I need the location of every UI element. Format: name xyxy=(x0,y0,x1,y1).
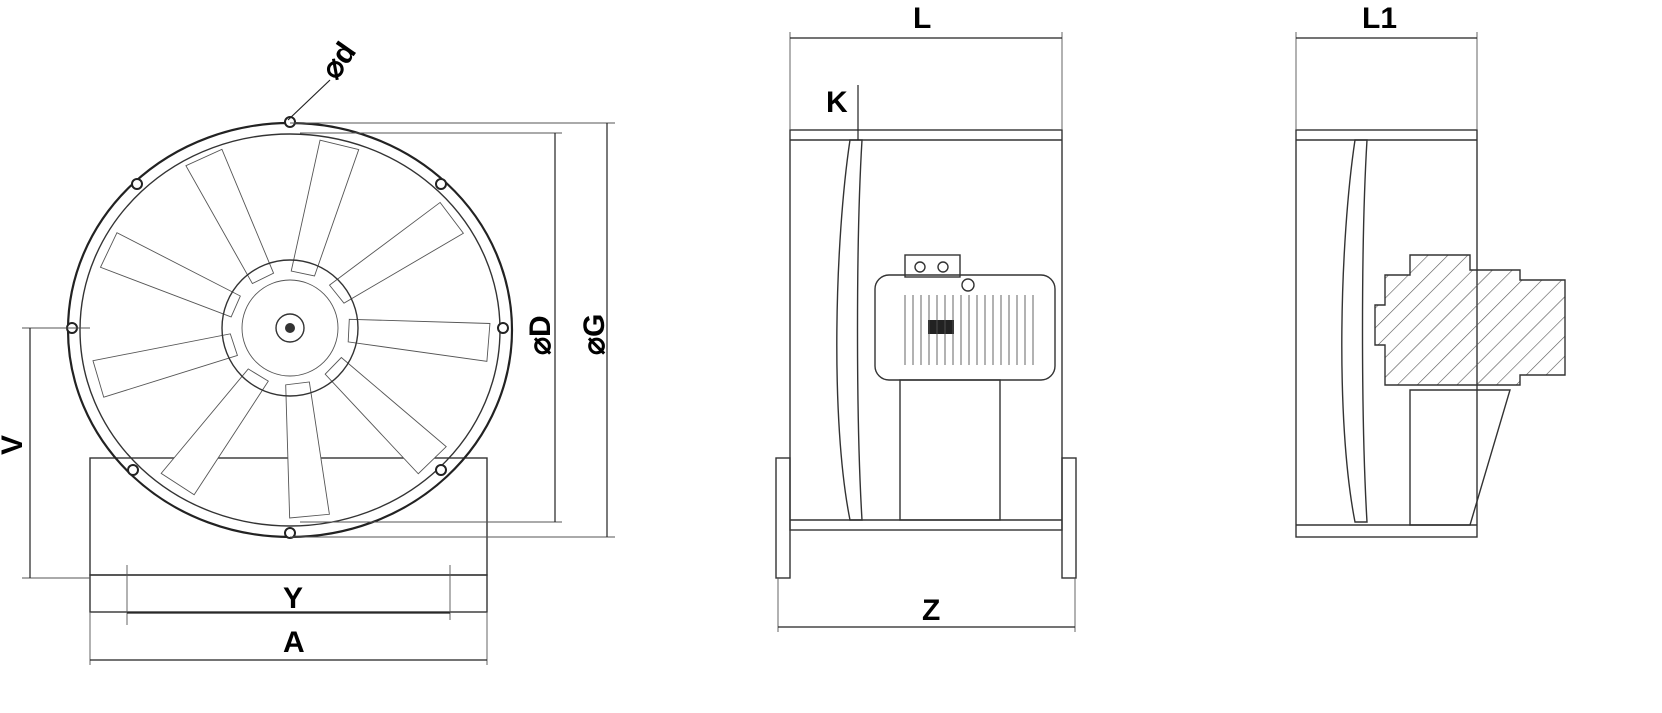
fan-blade xyxy=(92,333,238,398)
fan-blade xyxy=(185,148,275,285)
label-L1: L1 xyxy=(1362,2,1397,35)
bolt xyxy=(497,322,509,334)
terminal-box xyxy=(904,254,961,278)
label-d: ⌀d xyxy=(315,36,363,85)
motor-support xyxy=(899,379,1001,521)
motor-section-hatched xyxy=(1374,254,1566,386)
fan-blade-profile xyxy=(1341,139,1368,523)
bolt xyxy=(284,116,296,128)
dim-d-leader xyxy=(287,79,331,121)
hub xyxy=(221,259,359,397)
fan-blade xyxy=(328,201,465,304)
shaft-center xyxy=(285,323,295,333)
side-view: L K Z xyxy=(775,2,1077,632)
fan-blade xyxy=(290,139,360,277)
bolt xyxy=(131,178,143,190)
fan-blade xyxy=(160,368,269,496)
nameplate xyxy=(928,320,954,334)
label-Z: Z xyxy=(922,594,940,627)
front-view: ⌀d ⌀D ⌀G V Y A xyxy=(0,36,615,665)
label-L: L xyxy=(913,2,931,35)
label-V: V xyxy=(0,435,29,455)
fan-blade xyxy=(324,356,447,475)
fan-blade-profile xyxy=(836,139,863,521)
label-G: ⌀G xyxy=(578,314,611,355)
shaft xyxy=(275,313,305,343)
bolt xyxy=(284,527,296,539)
fan-blade xyxy=(99,232,241,318)
fan-blade xyxy=(285,381,330,519)
bolt xyxy=(127,464,139,476)
label-D: ⌀D xyxy=(524,315,557,355)
housing xyxy=(789,129,1063,531)
hub-inner xyxy=(241,279,339,377)
base-plate xyxy=(89,574,488,613)
fan-blade xyxy=(347,318,491,362)
bolt xyxy=(435,178,447,190)
motor xyxy=(874,274,1056,381)
fan-blades xyxy=(92,139,491,519)
label-A: A xyxy=(283,626,305,659)
ring-bolts xyxy=(66,116,509,539)
motor-support xyxy=(1409,389,1511,526)
bolt xyxy=(435,464,447,476)
foot-right xyxy=(1061,457,1077,579)
side-view-short: L1 xyxy=(1295,2,1566,538)
label-Y: Y xyxy=(283,582,303,615)
label-K: K xyxy=(826,86,848,119)
foot-left xyxy=(775,457,791,579)
